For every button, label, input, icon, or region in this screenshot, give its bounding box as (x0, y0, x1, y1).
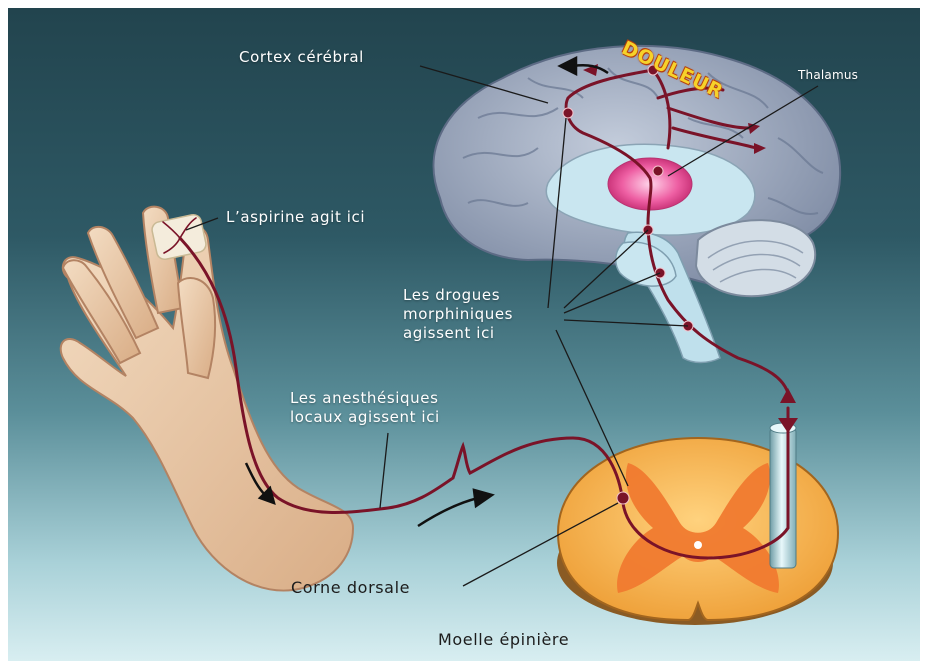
synapse-thalamus (653, 166, 663, 176)
up-arrowhead (780, 388, 796, 403)
label-corne: Corne dorsale (291, 578, 410, 597)
needle-tube (770, 423, 796, 568)
leader-drogues-dorsal-horn (556, 330, 628, 486)
cerebellum (696, 220, 815, 296)
label-anesth-1: Les anesthésiques (290, 389, 439, 408)
synapse-dorsal-horn (617, 492, 629, 504)
label-drogues-1: Les drogues (403, 286, 500, 305)
diagram-frame: Cortex cérébral DOULEUR Thalamus L’aspir… (8, 8, 920, 661)
nerve-motion-arrowhead (474, 490, 492, 506)
nerve-motion-arrow (418, 498, 478, 526)
leader-drogues-pons (564, 273, 660, 313)
label-moelle: Moelle épinière (438, 630, 569, 649)
synapse-cortex-2 (563, 108, 573, 118)
label-aspirine: L’aspirine agit ici (226, 208, 365, 227)
central-canal (694, 541, 702, 549)
label-cortex: Cortex cérébral (239, 48, 364, 67)
label-drogues-2: morphiniques (403, 305, 513, 324)
label-anesth-2: locaux agissent ici (290, 408, 440, 427)
label-thalamus: Thalamus (798, 66, 858, 85)
label-drogues-3: agissent ici (403, 324, 495, 343)
leader-anesth (380, 433, 388, 508)
